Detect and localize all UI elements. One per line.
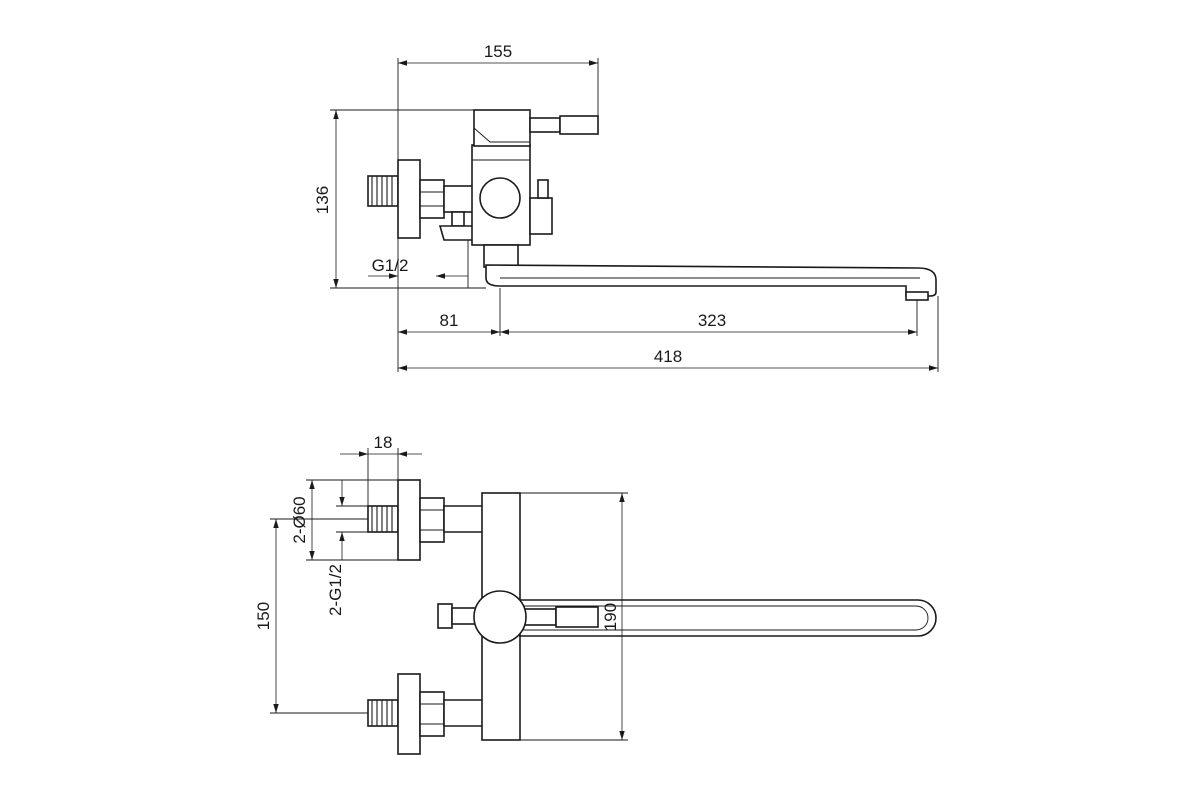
dim-label-155: 155: [484, 42, 512, 61]
side-wall-flange: [397, 159, 421, 239]
dim-label-323: 323: [698, 311, 726, 330]
side-connector-pipe: [443, 185, 475, 213]
side-view: 155 136 G1/2 81 323 418: [313, 42, 939, 372]
dim-label-150: 150: [254, 602, 273, 630]
thread-label-2-g12: 2-G1/2: [326, 564, 345, 616]
dim-label-418: 418: [654, 347, 682, 366]
top-handle-lever: [519, 606, 599, 628]
top-diverter-knob: [437, 603, 477, 629]
dim-label-2-phi60: 2-Ø60: [290, 496, 309, 543]
dim-label-81: 81: [440, 311, 459, 330]
side-shower-outlet: [529, 179, 553, 235]
side-hex-nut: [419, 179, 445, 219]
side-cartridge-cap: [473, 109, 531, 147]
top-upper-inlet: [367, 479, 488, 561]
side-handle-lever: [529, 115, 599, 135]
side-body-ring: [483, 244, 519, 268]
side-diverter-knob: [438, 211, 478, 241]
top-round-hub: [473, 590, 527, 644]
top-view: 18 2-Ø60 2-G1/2 150 190: [254, 433, 937, 755]
side-inlet-thread: [367, 175, 399, 207]
top-lower-inlet: [367, 673, 488, 755]
side-round-hub: [479, 177, 521, 219]
side-spout: [485, 264, 937, 301]
thread-label-g12: G1/2: [372, 256, 409, 275]
dim-label-190: 190: [601, 603, 620, 631]
dim-label-136: 136: [313, 186, 332, 214]
dim-label-18: 18: [374, 433, 393, 452]
